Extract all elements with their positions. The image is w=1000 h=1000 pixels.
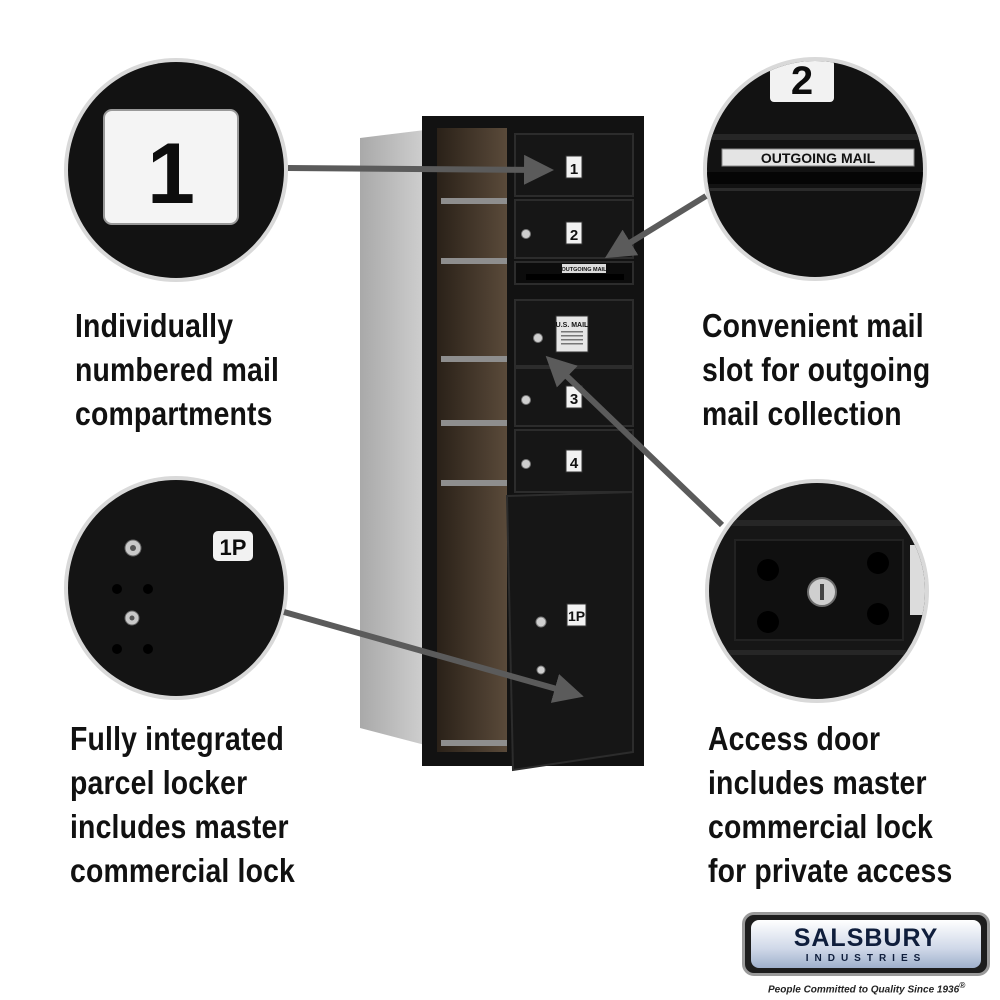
caption-line: includes master: [70, 808, 289, 845]
parcel-number-plate: 1P: [568, 608, 585, 624]
logo-brand-subtitle: INDUSTRIES: [805, 953, 927, 964]
brand-tagline: People Committed to Quality Since 1936®: [768, 980, 965, 995]
door-number-1: 1: [570, 161, 578, 178]
mailbox-interior: [437, 128, 507, 752]
mailbox-unit: 1 2 3 4 1P U.S. MAIL OUTGOING MAIL: [360, 116, 644, 772]
caption-line: Fully integrated: [70, 720, 285, 757]
arrow-to-compartment: [287, 154, 554, 185]
caption-line: Access door: [708, 720, 881, 757]
caption-line: Convenient mail: [702, 307, 924, 344]
us-mail-plate: U.S. MAIL: [556, 322, 589, 329]
logo-brand-name: SALSBURY: [793, 924, 939, 952]
zoom-circle-outgoing-slot: 2 OUTGOING MAIL: [703, 57, 927, 281]
zoom-number-1: 1: [147, 126, 195, 222]
zoom-circle-parcel-locker: 1P: [64, 476, 288, 700]
callout-arrows: [283, 154, 725, 703]
caption-access-door: Access door includes master commercial l…: [708, 717, 952, 893]
caption-line: mail collection: [702, 395, 902, 432]
tagline-text: People Committed to Quality Since 1936: [768, 984, 960, 996]
us-mail-plate-fine-print: [561, 331, 583, 345]
zoom-circle-number-plate: 1: [64, 58, 288, 282]
zoom-number-2: 2: [791, 59, 813, 103]
logo-badge: SALSBURY INDUSTRIES: [751, 920, 981, 968]
caption-line: Individually: [75, 307, 234, 344]
door-number-2: 2: [570, 227, 578, 244]
mailbox-side-panel: [360, 130, 425, 745]
caption-numbered-compartments: Individually numbered mail compartments: [75, 304, 279, 436]
arrow-to-parcel-locker: [283, 609, 584, 703]
caption-line: commercial lock: [708, 808, 934, 845]
caption-line: includes master: [708, 764, 927, 801]
caption-line: parcel locker: [70, 764, 248, 801]
door-number-plates: [555, 155, 606, 627]
door-number-4: 4: [570, 455, 579, 472]
salsbury-logo: SALSBURY INDUSTRIES: [742, 912, 990, 976]
arrow-to-access-door: [545, 355, 725, 528]
zoom-parcel-label: 1P: [220, 535, 247, 560]
outgoing-slot-plate: OUTGOING MAIL: [562, 267, 608, 273]
arrow-to-outgoing-slot: [604, 193, 708, 259]
interior-shelves: [441, 198, 507, 746]
door-locks: [521, 229, 547, 675]
caption-line: slot for outgoing: [702, 351, 931, 388]
zoom-outgoing-mail-label: OUTGOING MAIL: [761, 150, 876, 166]
caption-line: compartments: [75, 395, 273, 432]
caption-line: for private access: [708, 852, 953, 889]
caption-line: commercial lock: [70, 852, 296, 889]
caption-outgoing-slot: Convenient mail slot for outgoing mail c…: [702, 304, 930, 436]
door-number-3: 3: [570, 391, 578, 408]
zoom-circle-access-door: [705, 479, 929, 703]
caption-parcel-locker: Fully integrated parcel locker includes …: [70, 717, 295, 893]
caption-line: numbered mail: [75, 351, 280, 388]
trademark-symbol: ®: [959, 980, 966, 990]
